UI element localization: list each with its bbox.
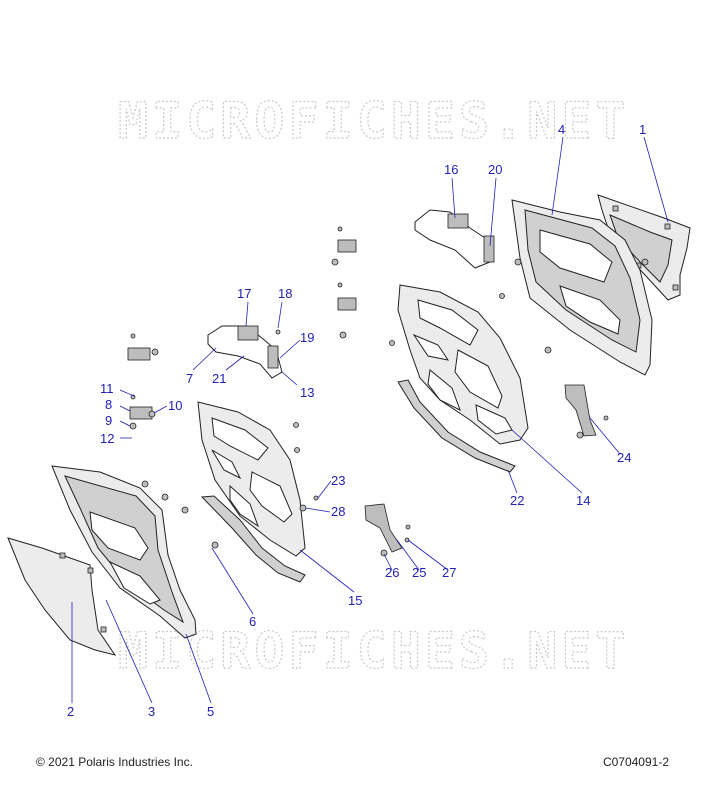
callout-8: 8: [105, 397, 112, 412]
callouts: 1 2 3 4 5 6 7 8 9 10 11 12 13 14 15 16 1…: [67, 122, 646, 719]
upper-door-trim-panel: [511, 199, 653, 376]
callout-3: 3: [148, 704, 155, 719]
leader-lines: [71, 136, 669, 704]
callout-27: 27: [442, 565, 456, 580]
upper-hinges: [331, 226, 357, 339]
callout-2: 2: [67, 704, 74, 719]
callout-13: 13: [300, 385, 314, 400]
lower-outer-panel: [7, 537, 117, 656]
watermark-bottom: MICROFICHES.NET: [118, 622, 630, 680]
callout-17: 17: [237, 286, 251, 301]
callout-7: 7: [186, 371, 193, 386]
callout-19: 19: [300, 330, 314, 345]
callout-4: 4: [558, 122, 565, 137]
lower-hinges: [127, 333, 159, 430]
lower-latch-cable: [207, 325, 283, 379]
lower-seal-strip: [200, 495, 306, 583]
upper-seal-strip: [397, 379, 516, 473]
callout-22: 22: [510, 493, 524, 508]
callout-14: 14: [576, 493, 590, 508]
callout-24: 24: [617, 450, 631, 465]
upper-latch-cable: [414, 209, 495, 269]
callout-25: 25: [412, 565, 426, 580]
callout-15: 15: [348, 593, 362, 608]
lower-door-frame: [197, 401, 306, 557]
callout-21: 21: [212, 371, 226, 386]
callout-11: 11: [100, 381, 114, 396]
callout-26: 26: [385, 565, 399, 580]
callout-10: 10: [168, 398, 182, 413]
callout-16: 16: [444, 162, 458, 177]
watermark-top: MICROFICHES.NET: [118, 92, 630, 150]
callout-18: 18: [278, 286, 292, 301]
callout-6: 6: [249, 614, 256, 629]
figure-id: C0704091-2: [602, 755, 669, 769]
upper-lower-hinge: [564, 384, 609, 439]
callout-1: 1: [639, 122, 646, 137]
upper-door-frame: [389, 284, 529, 445]
callout-28: 28: [331, 504, 345, 519]
lower-door-trim-panel: [51, 465, 197, 639]
lower-lower-hinge: [299, 495, 411, 557]
callout-20: 20: [488, 162, 502, 177]
callout-23: 23: [331, 473, 345, 488]
copyright-notice: © 2021 Polaris Industries Inc.: [36, 755, 193, 769]
callout-5: 5: [207, 704, 214, 719]
callout-9: 9: [105, 413, 112, 428]
callout-12: 12: [100, 431, 114, 446]
